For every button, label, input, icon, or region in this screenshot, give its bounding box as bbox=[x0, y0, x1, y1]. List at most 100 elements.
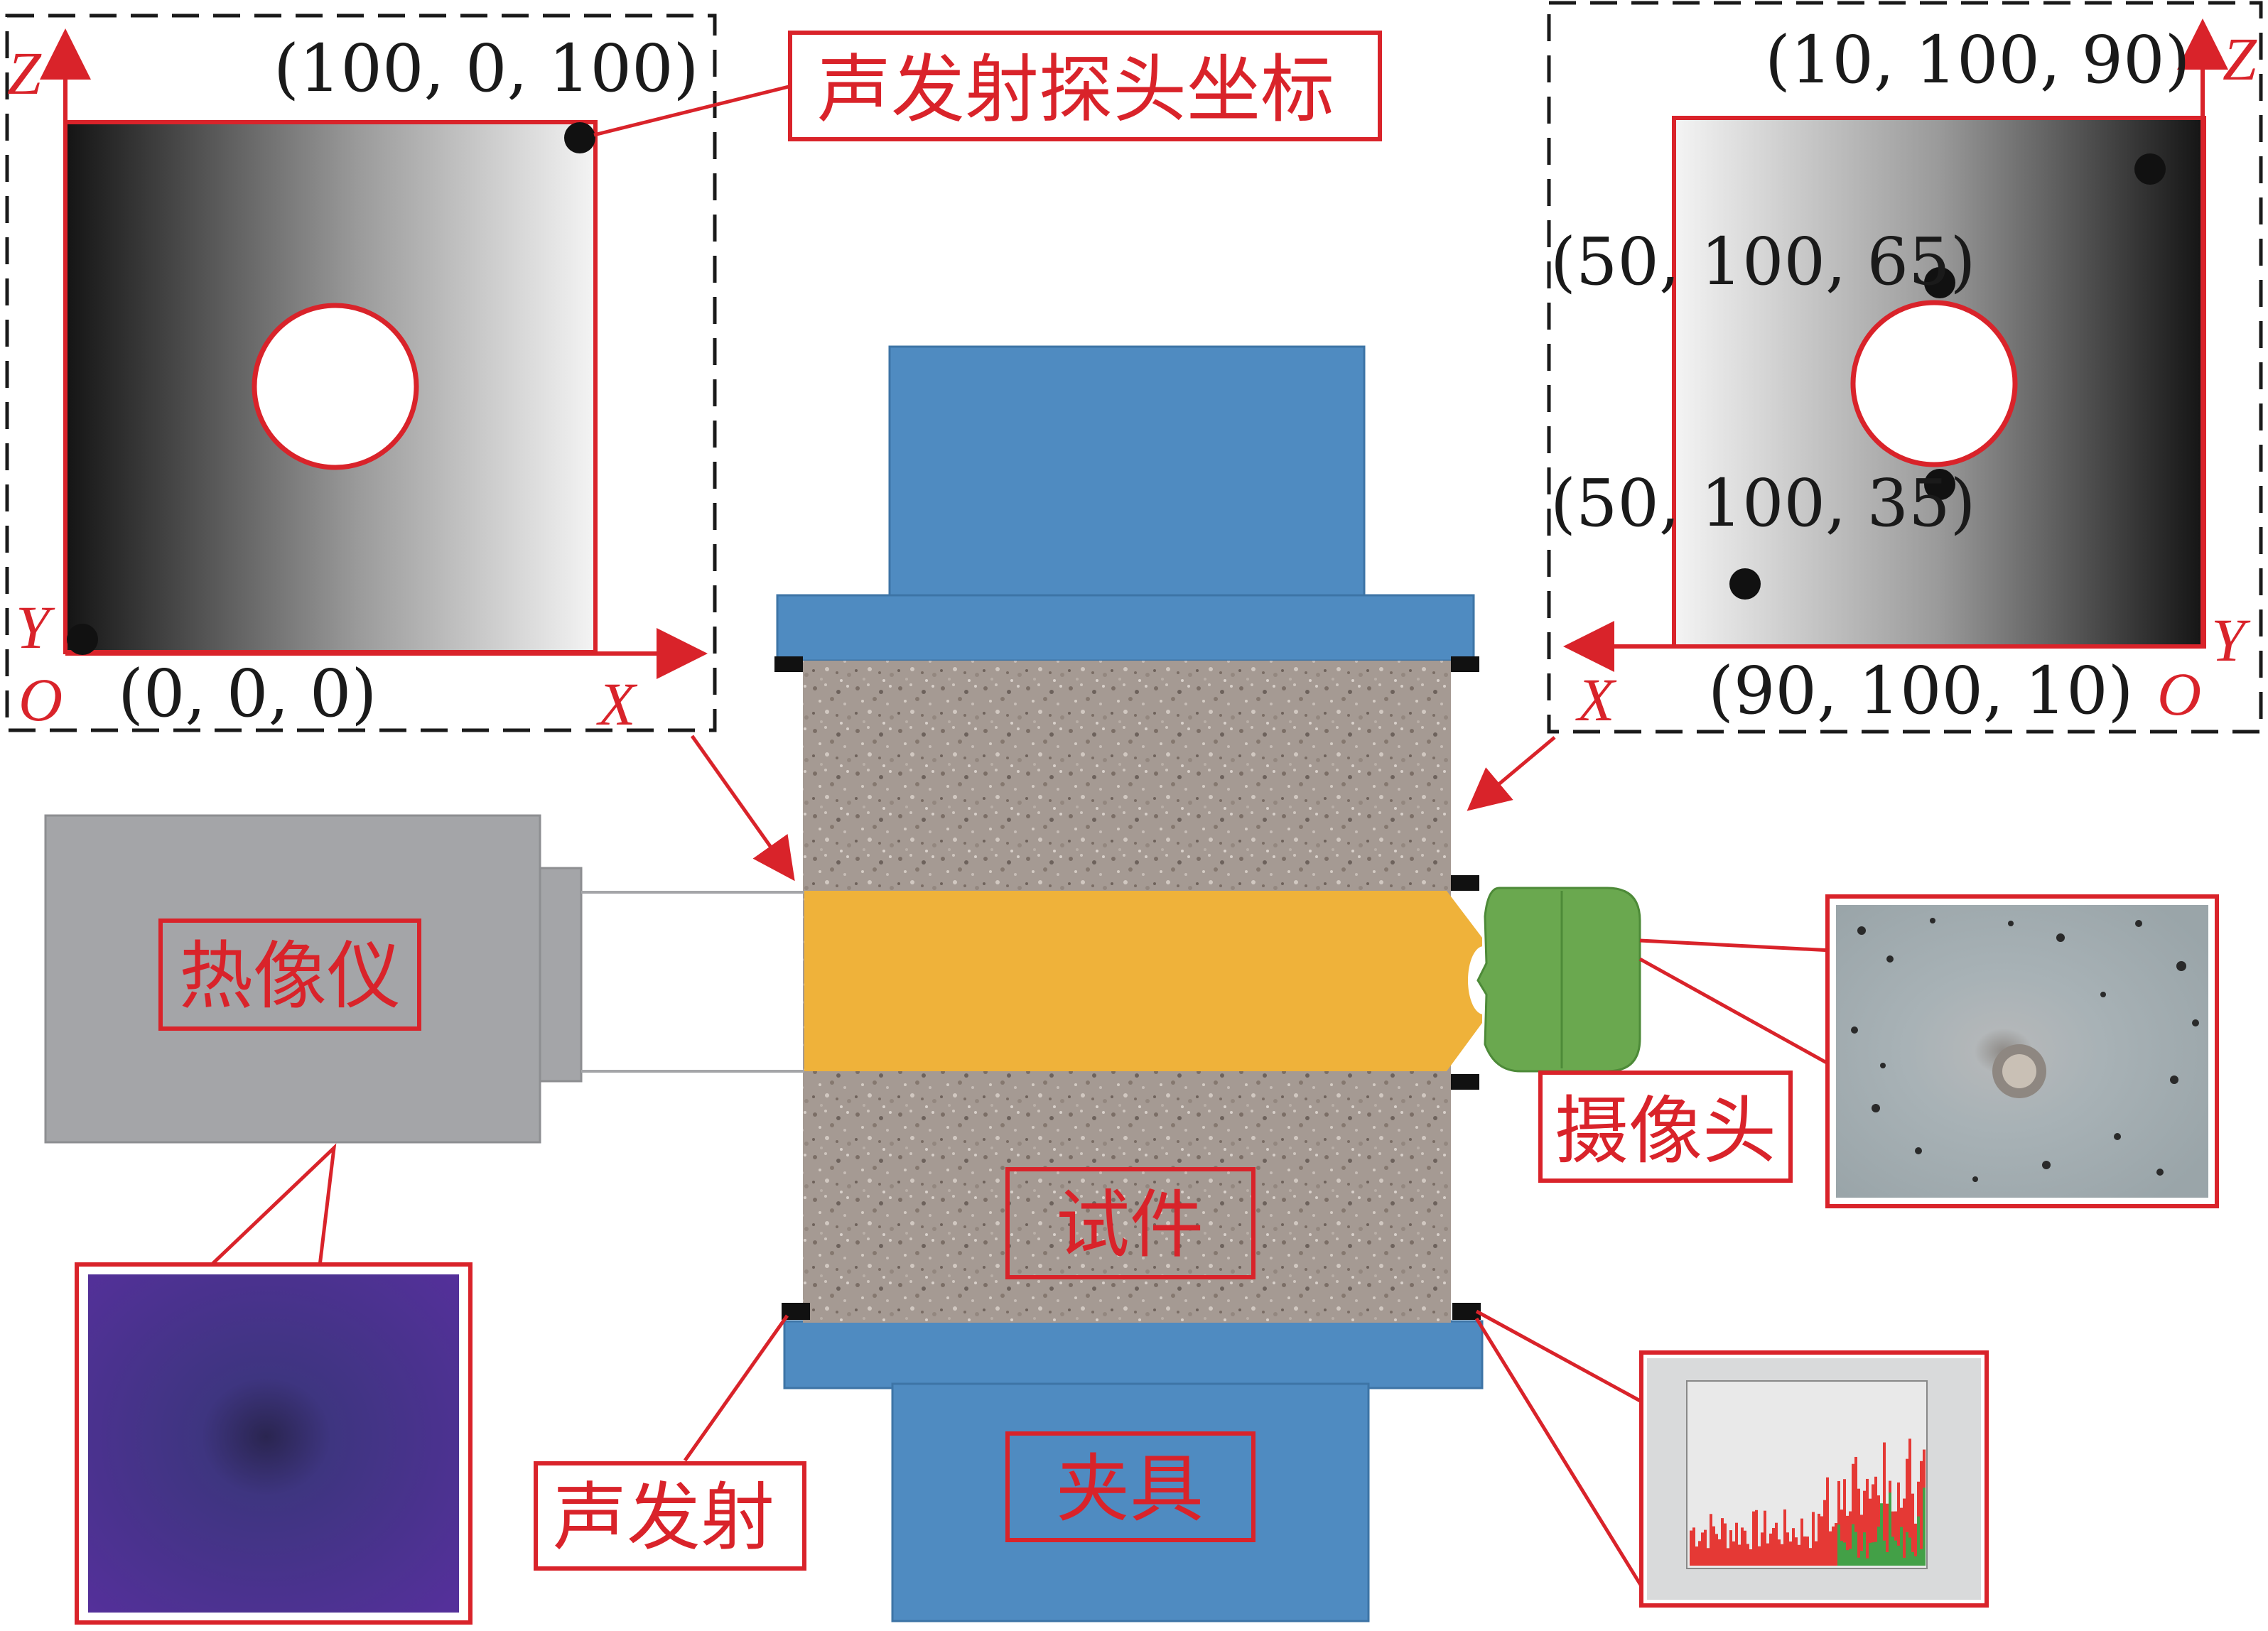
ae-red-bar bbox=[1829, 1531, 1832, 1566]
ae-red-bar bbox=[1798, 1544, 1800, 1566]
ae-red-bar bbox=[1704, 1529, 1707, 1566]
ae-red-bar bbox=[1869, 1498, 1872, 1566]
ae-red-bar bbox=[1803, 1536, 1806, 1566]
ae-red-bar bbox=[1906, 1458, 1908, 1566]
ae-red-bar bbox=[1837, 1480, 1840, 1566]
ae-red-bar bbox=[1735, 1522, 1738, 1566]
camera-image-callout bbox=[1825, 894, 2219, 1208]
upper-fixture-block bbox=[888, 345, 1366, 602]
ae-red-bar bbox=[1903, 1498, 1906, 1566]
ae-red-bar bbox=[1835, 1523, 1837, 1566]
ae-green-bar bbox=[1874, 1541, 1877, 1566]
ae-green-bar bbox=[1920, 1549, 1923, 1566]
ae-red-bar bbox=[1854, 1456, 1857, 1566]
ae-red-bar bbox=[1795, 1537, 1798, 1566]
ae-red-bar bbox=[1741, 1527, 1744, 1566]
borehole-close-up-center bbox=[2002, 1054, 2036, 1088]
camera-callout-line-bottom bbox=[1638, 957, 1833, 1068]
ae-red-bar bbox=[1712, 1526, 1715, 1566]
right-axis-o-label: O bbox=[2157, 660, 2201, 728]
ae-green-bar bbox=[1900, 1527, 1903, 1566]
right-axis-y-label: Y bbox=[2211, 606, 2251, 674]
camera-device: 摄像头 bbox=[1476, 887, 1833, 1183]
thermal-image bbox=[88, 1274, 459, 1613]
ae-red-bar bbox=[1857, 1488, 1860, 1566]
ae-red-bar bbox=[1729, 1530, 1732, 1566]
ae-red-bar bbox=[1826, 1477, 1829, 1566]
thermal-imager-label: 热像仪 bbox=[179, 933, 401, 1019]
ae-red-bar bbox=[1769, 1533, 1772, 1566]
ae-green-bar bbox=[1883, 1540, 1886, 1566]
ae-green-bar bbox=[1877, 1527, 1880, 1566]
left-probe-dot bbox=[564, 122, 595, 153]
left-coord-origin: (0, 0, 0) bbox=[118, 656, 377, 732]
ae-red-bar bbox=[1894, 1511, 1897, 1566]
ae-red-bar bbox=[1820, 1516, 1823, 1566]
ae-red-bar bbox=[1920, 1461, 1923, 1566]
ae-sensor-bottom-right bbox=[1452, 1303, 1481, 1320]
thermal-imager-label-frame bbox=[158, 919, 421, 1031]
ae-red-bar bbox=[1792, 1528, 1795, 1566]
thermal-callout-pointer bbox=[210, 1143, 337, 1267]
ae-red-bar bbox=[1863, 1490, 1866, 1566]
ae-red-bar bbox=[1812, 1512, 1815, 1566]
right-coord-bottom: (90, 100, 10) bbox=[1708, 653, 2134, 729]
left-axis-y-label: Y bbox=[16, 593, 55, 661]
ae-red-bar bbox=[1715, 1534, 1718, 1566]
camera-label-frame bbox=[1538, 1071, 1793, 1183]
ae-red-bar bbox=[1772, 1527, 1775, 1566]
ae-red-bar bbox=[1815, 1541, 1818, 1566]
ae-green-bar bbox=[1903, 1558, 1906, 1566]
specimen-label-frame bbox=[1005, 1167, 1256, 1279]
ae-red-bar bbox=[1778, 1539, 1781, 1566]
ae-red-bar bbox=[1718, 1539, 1721, 1566]
thermal-imager-lens bbox=[539, 867, 583, 1083]
left-borehole bbox=[252, 303, 419, 470]
ae-red-bar bbox=[1727, 1548, 1729, 1566]
ae-red-bar bbox=[1849, 1511, 1852, 1566]
ae-red-bar bbox=[1789, 1541, 1792, 1566]
camera-body bbox=[1476, 887, 1641, 1073]
ae-chart-callout-line-top bbox=[1475, 1309, 1644, 1404]
ae-red-bar bbox=[1914, 1523, 1917, 1566]
ae-red-bar bbox=[1761, 1532, 1764, 1566]
ae-red-bar bbox=[1800, 1518, 1803, 1566]
ae-red-bar bbox=[1809, 1548, 1812, 1566]
ae-green-bar bbox=[1914, 1556, 1917, 1566]
left-panel-dashed-frame bbox=[5, 13, 717, 732]
ae-chart-callout-line-bottom bbox=[1474, 1317, 1645, 1590]
specimen-label: 试件 bbox=[1056, 1181, 1204, 1268]
ae-red-bar bbox=[1721, 1518, 1724, 1566]
ae-red-bar bbox=[1781, 1544, 1783, 1566]
ae-sensor-top-left bbox=[774, 656, 803, 672]
ae-red-bar bbox=[1692, 1527, 1695, 1566]
ae-red-bar bbox=[1852, 1463, 1854, 1566]
ae-green-bar bbox=[1866, 1558, 1869, 1566]
ae-green-bar bbox=[1911, 1551, 1914, 1566]
ae-green-bar bbox=[1880, 1503, 1883, 1566]
ae-red-bar bbox=[1752, 1511, 1755, 1566]
ae-red-bar bbox=[1764, 1510, 1766, 1566]
ae-red-bar bbox=[1690, 1530, 1692, 1566]
ae-red-bar bbox=[1758, 1546, 1761, 1566]
left-coord-top-right: (100, 0, 100) bbox=[274, 31, 699, 107]
left-axis-z-label: Z bbox=[7, 39, 42, 107]
ae-red-bar bbox=[1872, 1484, 1874, 1566]
ae-red-bar bbox=[1738, 1544, 1741, 1566]
ae-green-bar bbox=[1917, 1516, 1920, 1566]
ae-probe-coords-label: 声发射探头坐标 bbox=[817, 46, 1334, 133]
thermal-imager-body bbox=[44, 814, 541, 1144]
right-coord-lower-hole: (50, 100, 35) bbox=[1550, 465, 1976, 541]
ae-red-bar bbox=[1746, 1544, 1749, 1566]
ae-red-bar bbox=[1775, 1522, 1778, 1566]
ae-sensor-mid-lower bbox=[1451, 1074, 1479, 1090]
right-coordinate-panel: (10, 100, 90) (50, 100, 65) (50, 100, 35… bbox=[1547, 1, 2263, 734]
ae-red-bar bbox=[1732, 1541, 1735, 1566]
right-panel-dashed-frame bbox=[1547, 1, 2263, 734]
borehole-channel bbox=[804, 891, 1482, 1071]
ae-red-bar bbox=[1846, 1515, 1849, 1566]
ae-green-bar bbox=[1840, 1541, 1843, 1566]
ae-red-bar bbox=[1886, 1503, 1889, 1566]
ae-green-bar bbox=[1854, 1532, 1857, 1566]
